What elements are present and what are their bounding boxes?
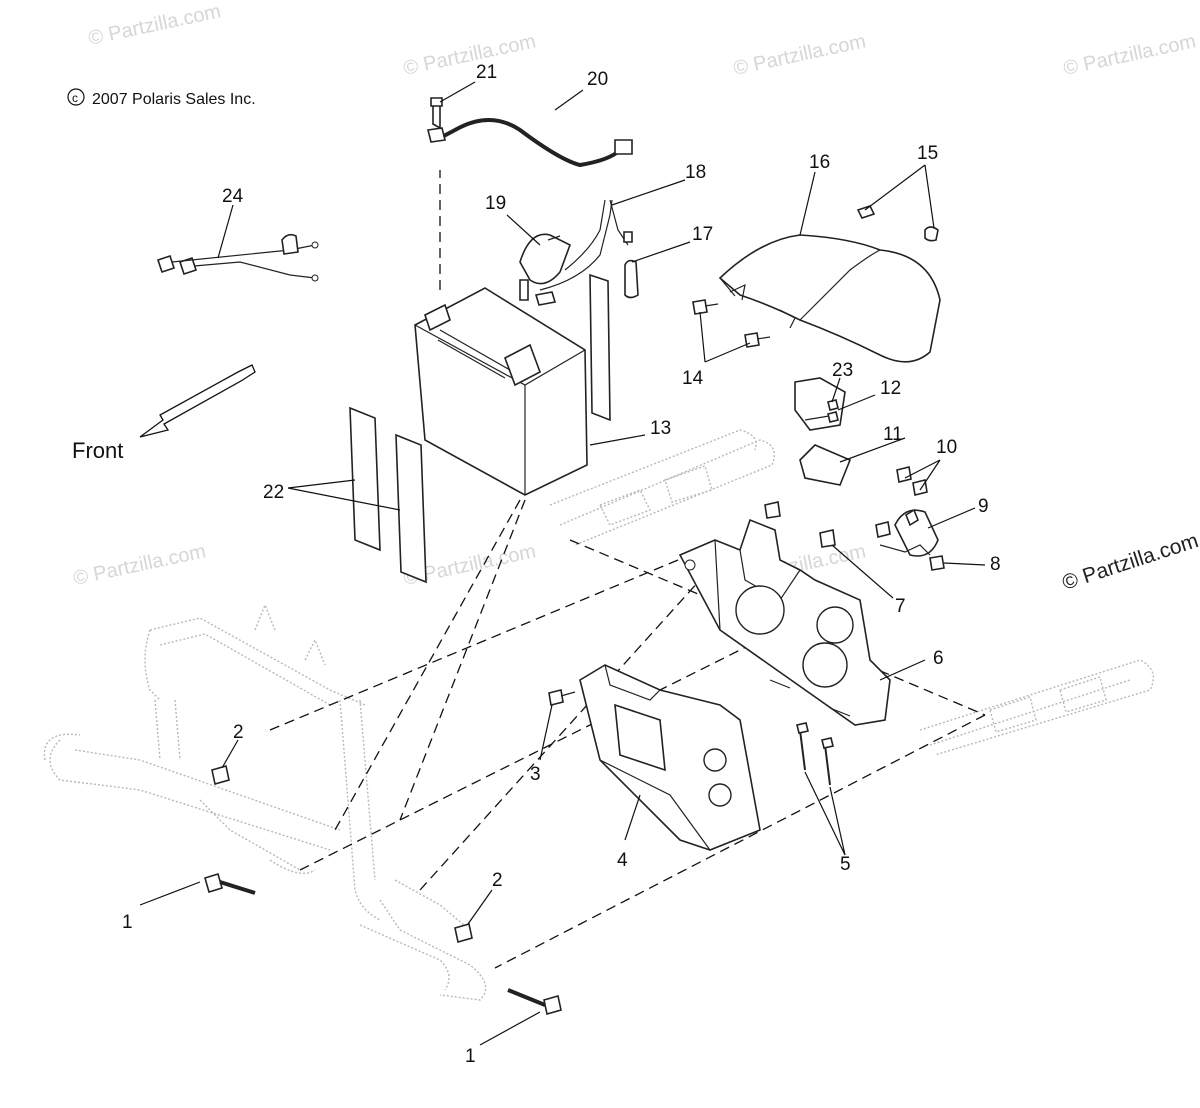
callout-numbers: 1 1 2 2 3 4 5 6 7 8 9 10 11 12 13 14 15 … [122,62,1001,1067]
watermark: © Partzilla.com [71,540,207,590]
clips-7 [764,501,836,548]
callout-17: 17 [692,224,713,245]
arrow-icon [139,364,256,438]
callout-14: 14 [682,368,704,389]
tray-4 [579,664,761,851]
callout-22: 22 [263,482,284,503]
watermark: © Partzilla.com [86,0,222,50]
screws-14 [692,299,771,348]
crossbar-ghost [549,429,1154,756]
bolts [204,764,562,1016]
watermark-dark: © Partzilla.com [1059,529,1200,595]
callout-2: 2 [233,722,244,743]
leader-lines [139,81,986,1046]
watermark: © Partzilla.com [1061,30,1197,80]
callout-2: 2 [492,870,503,891]
wire-harness [156,233,319,282]
relay [794,377,852,486]
copyright: c 2007 Polaris Sales Inc. [67,88,256,108]
front-label: Front [72,438,123,463]
callout-13: 13 [650,418,671,439]
battery [414,287,588,496]
callout-8: 8 [990,554,1001,575]
callout-21: 21 [476,62,497,83]
battery-pads [349,273,611,584]
watermark: © Partzilla.com [731,30,867,80]
copyright-circle [67,88,85,106]
callout-4: 4 [617,850,628,871]
watermarks: © Partzilla.com © Partzilla.com © Partzi… [71,0,1200,594]
callout-23: 23 [832,360,853,381]
copyright-text: 2007 Polaris Sales Inc. [92,91,256,108]
watermark: © Partzilla.com [401,30,537,80]
callout-24: 24 [222,186,244,207]
callout-18: 18 [685,162,706,183]
bracket-6 [678,518,891,726]
fasteners [548,689,834,786]
cable-negative [427,97,633,168]
front-arrow: Front [72,364,256,463]
callout-12: 12 [880,378,901,399]
callout-5: 5 [840,854,851,875]
callout-1: 1 [465,1046,476,1067]
copyright-symbol: c [72,91,78,105]
battery-cover [718,205,941,363]
cable-positive [519,199,639,306]
callout-7: 7 [895,596,906,617]
frame-ghost [43,603,487,1001]
callout-20: 20 [587,69,608,90]
callout-9: 9 [978,496,989,517]
callout-6: 6 [933,648,944,669]
callout-10: 10 [936,437,957,458]
solenoid [875,466,945,571]
callout-3: 3 [530,764,541,785]
callout-11: 11 [883,424,903,445]
callout-1: 1 [122,912,133,933]
callout-19: 19 [485,193,506,214]
callout-16: 16 [809,152,830,173]
callout-15: 15 [917,143,938,164]
